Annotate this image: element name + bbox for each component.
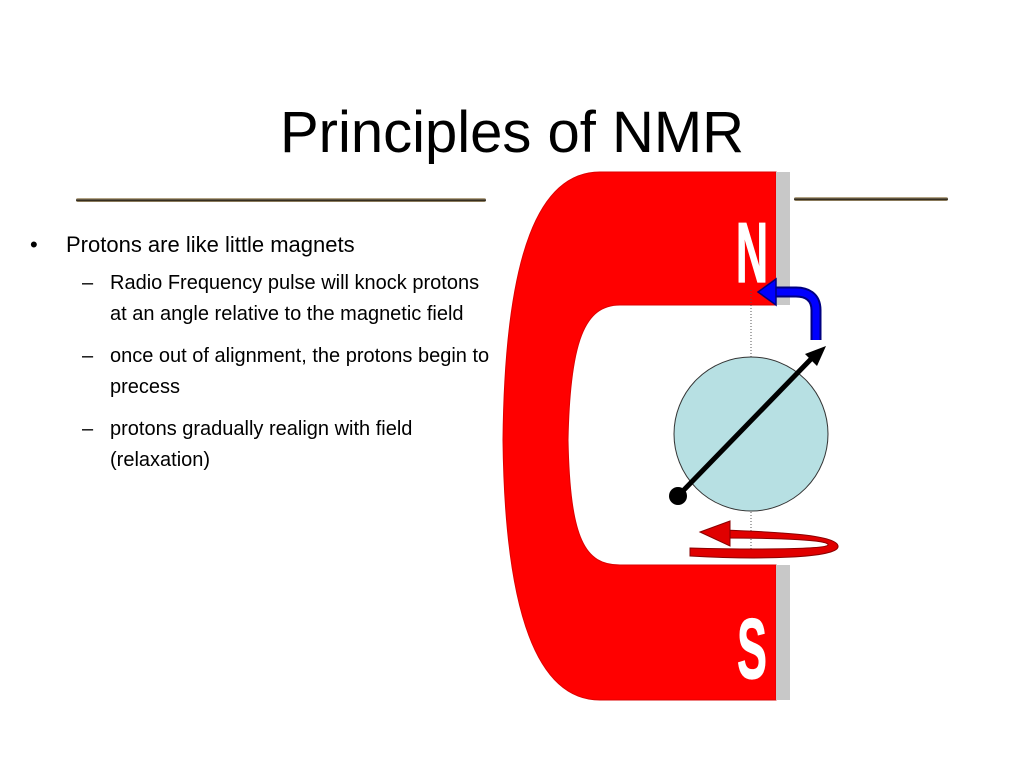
precession-arrowhead (698, 520, 731, 547)
north-pole-label: N (736, 207, 768, 301)
south-pole-edge (776, 565, 790, 700)
sub-bullet-list: – Radio Frequency pulse will knock proto… (30, 268, 500, 476)
sub-bullet-marker: – (82, 345, 94, 367)
title-divider-left (76, 198, 486, 202)
bullet-list: • Protons are like little magnets – Radi… (30, 228, 500, 487)
title-divider-right (794, 197, 948, 201)
sub-bullet-item: – protons gradually realign with field (… (30, 414, 500, 476)
bullet-marker: • (30, 232, 38, 257)
north-pole-edge (776, 172, 790, 305)
sub-bullet-text: once out of alignment, the protons begin… (110, 345, 490, 398)
sub-bullet-text: Radio Frequency pulse will knock protons… (110, 272, 480, 325)
sub-bullet-item: – once out of alignment, the protons beg… (30, 341, 500, 403)
bullet-text: Protons are like little magnets (66, 232, 355, 257)
sub-bullet-marker: – (82, 418, 94, 440)
sub-bullet-text: protons gradually realign with field (re… (110, 418, 413, 471)
south-pole-label: S (737, 603, 767, 697)
proton-sphere-icon (673, 356, 829, 512)
horseshoe-magnet-icon (502, 171, 777, 701)
spin-vector-arrowhead (805, 346, 826, 366)
bullet-item: • Protons are like little magnets (30, 228, 500, 262)
slide-title: Principles of NMR (279, 100, 745, 165)
spin-vector-arrow-icon (676, 356, 814, 498)
sub-bullet-marker: – (82, 272, 94, 294)
tilt-arrowhead (756, 277, 777, 307)
spin-vector-origin (669, 487, 687, 505)
sub-bullet-item: – Radio Frequency pulse will knock proto… (30, 268, 500, 330)
